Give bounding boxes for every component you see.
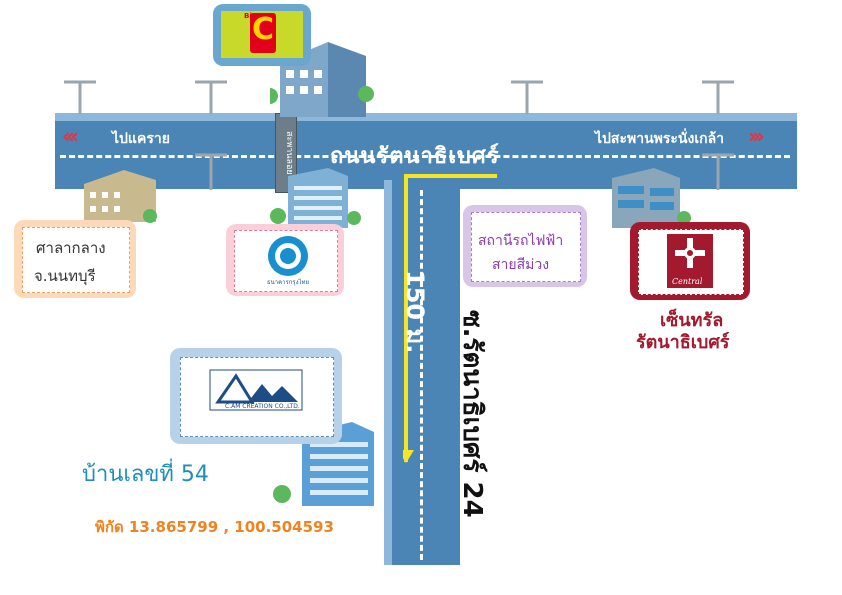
main-road-centerline: [60, 155, 790, 158]
distance-label: 150 ม.: [401, 270, 429, 354]
company-logo-caption: C.AM CREATION CO.,LTD.: [225, 403, 300, 410]
right-arrow-icon: ›››: [748, 124, 765, 148]
city-hall-label-line1: ศาลากลาง: [36, 239, 106, 257]
bigc-logo: [250, 13, 276, 53]
bigc-logo-letter: C: [252, 12, 275, 47]
left-arrow-icon: ‹‹‹: [62, 124, 79, 148]
direction-right-label: ไปสะพานพระนั่งเกล้า: [595, 131, 725, 147]
coordinates-label: พิกัด 13.865799 , 100.504593: [95, 518, 334, 536]
central-emblem-icon: [675, 238, 705, 268]
station-label-line1: สถานีรถไฟฟ้า: [478, 233, 564, 249]
central-label-line2: รัตนาธิเบศร์: [636, 332, 730, 353]
city-hall-label-line2: จ.นนทบุรี: [34, 267, 96, 285]
street-lamps: [64, 80, 734, 190]
pedestrian-bridge-label: สะพานลอย: [275, 113, 297, 193]
soi-name-label: ซ.รัตนาธิเบศร์ 24: [457, 310, 487, 518]
central-logo-text: Central: [672, 277, 703, 286]
city-hall-building-icon: [84, 170, 157, 223]
bank-caption: ธนาคารกรุงไทย: [267, 278, 309, 286]
station-label-line2: สายสีม่วง: [492, 257, 550, 273]
central-label-line1: เซ็นทรัล: [660, 310, 724, 331]
bigc-logo-small-text: Big: [244, 12, 257, 20]
main-road-shoulder: [55, 113, 797, 121]
house-number: บ้านเลขที่ 54: [82, 462, 209, 487]
krungthai-logo-icon: ธนาคารกรุงไทย: [267, 236, 309, 286]
route-path: [403, 174, 497, 463]
main-road-name: ถนนรัตนาธิเบศร์: [330, 144, 500, 169]
soi-road-centerline: [420, 190, 423, 560]
central-building-icon: [612, 168, 691, 228]
station-callout-inner: [471, 212, 581, 282]
company-logo-icon: [209, 369, 303, 411]
bank-building-icon: [270, 168, 361, 228]
city-hall-callout-inner: [22, 227, 130, 293]
soi-road-shoulder: [384, 180, 392, 565]
direction-left-label: ไปแคราย: [112, 131, 170, 147]
